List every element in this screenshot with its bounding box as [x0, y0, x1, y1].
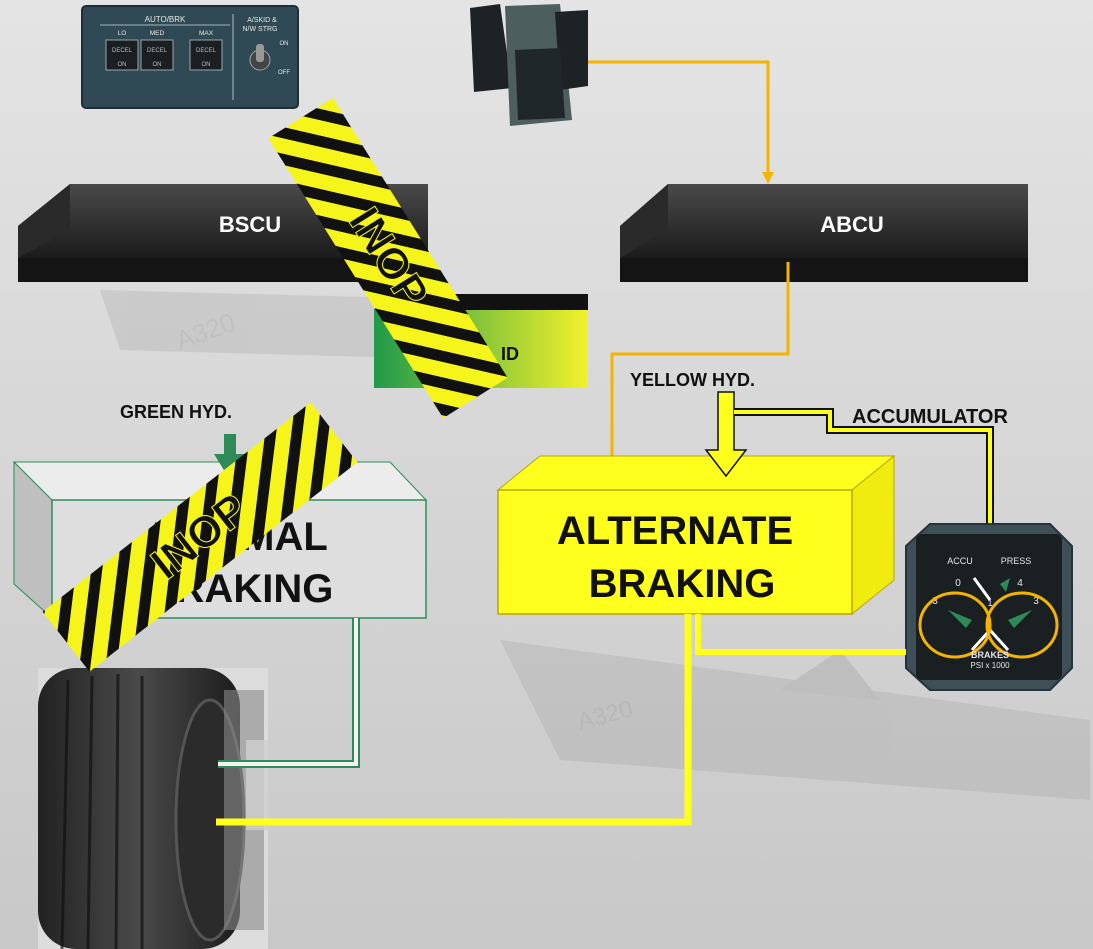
on-label: ON	[153, 62, 162, 68]
gauge-tick-3-right: 3	[1033, 596, 1039, 607]
autobrk-title: AUTO/BRK	[145, 15, 186, 24]
gauge-tick-3-left: 3	[932, 596, 938, 607]
alternate-braking-label-1: ALTERNATE	[557, 509, 793, 553]
yellow-hyd-arrow-icon	[704, 391, 748, 478]
green-hyd-label: GREEN HYD.	[120, 402, 232, 422]
askid-label-2: N/W STRG	[243, 26, 278, 33]
on-label: ON	[202, 62, 211, 68]
autobrk-max-button[interactable]: DECEL ON	[189, 39, 223, 71]
accu-green-arc	[1000, 578, 1010, 592]
wheel-photo	[38, 668, 268, 949]
right-brake-highlight	[985, 591, 1059, 659]
arrow-head-icon	[762, 172, 774, 184]
gauge-tick-1: 1	[987, 598, 992, 608]
askid-label-1: A/SKID &	[247, 17, 277, 24]
decel-label: DECEL	[112, 48, 133, 54]
autobrk-med-button[interactable]: DECEL ON	[140, 39, 174, 71]
decel-label: DECEL	[147, 48, 168, 54]
left-brake-highlight	[918, 591, 992, 659]
accumulator-line	[734, 408, 994, 562]
autobrk-lo-button[interactable]: DECEL ON	[105, 39, 139, 71]
abcu-label: ABCU	[820, 212, 884, 237]
pedal-to-abcu-line	[588, 60, 770, 178]
gauge-tick-0: 0	[955, 578, 961, 589]
brake-pedals	[470, 4, 588, 126]
gauge-accu-label: ACCU	[947, 556, 973, 566]
alternate-braking-box: ALTERNATE BRAKING	[496, 454, 896, 616]
autobrake-panel: AUTO/BRK LO MED MAX DECEL ON DECEL ON DE…	[81, 5, 299, 109]
accumulator-label: ACCUMULATOR	[852, 406, 1008, 428]
accu-needle	[972, 577, 992, 601]
normal-to-wheel-line	[218, 618, 360, 768]
gauge-press-label: PRESS	[1001, 556, 1032, 566]
abcu-unit: ABCU	[620, 184, 1028, 282]
gauge-brakes-label: BRAKES	[971, 650, 1009, 660]
antiskid-partial-label: ID	[501, 344, 519, 364]
decel-label: DECEL	[196, 48, 217, 54]
inop-tape-normal: INOP	[42, 402, 358, 672]
bscu-label: BSCU	[219, 212, 281, 237]
lo-label: LO	[118, 30, 127, 37]
switch-off-label: OFF	[278, 70, 290, 76]
askid-toggle-switch[interactable]	[249, 44, 271, 71]
max-label: MAX	[199, 30, 214, 37]
brake-pressure-gauge: ACCU PRESS 0 4 1 3 3 BRAKES PSI x 1000	[905, 523, 1073, 691]
gauge-psi-label: PSI x 1000	[970, 661, 1010, 670]
med-label: MED	[150, 30, 165, 37]
right-brake-needle	[988, 628, 1010, 652]
alternate-braking-label-2: BRAKING	[589, 562, 776, 606]
abcu-to-alternate-line	[610, 262, 790, 492]
yellow-hyd-label: YELLOW HYD.	[630, 370, 755, 390]
switch-on-label: ON	[280, 41, 289, 47]
gauge-tick-4: 4	[1017, 578, 1023, 589]
on-label: ON	[118, 62, 127, 68]
alternate-to-wheel-line	[216, 614, 692, 826]
